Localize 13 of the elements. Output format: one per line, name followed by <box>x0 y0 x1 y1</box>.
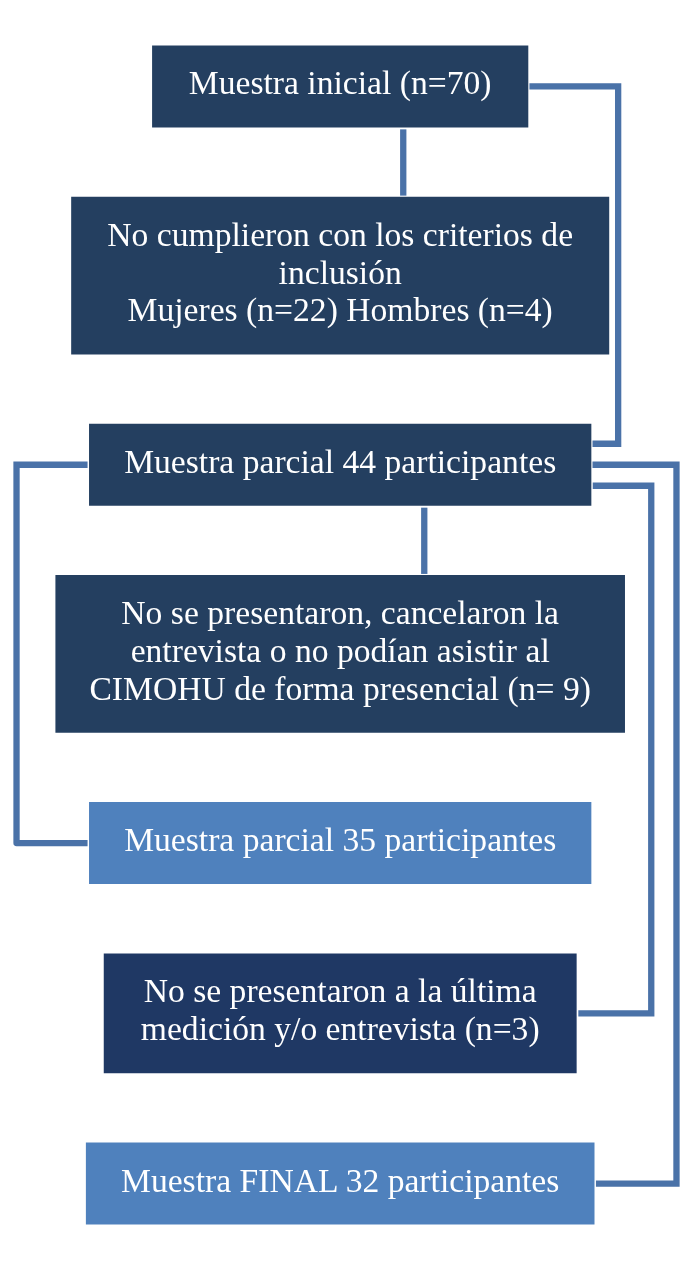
node-box: No se presentaron a la última medición y/o entrevista (n=3) <box>101 950 579 1075</box>
node-box: No se presentaron, cancelaron la entrevista o no podían asistir al CIMOHU de forma presencial (n= 9) <box>53 572 628 735</box>
node-box: Muestra parcial 44 participantes <box>86 421 594 508</box>
node-box: Muestra parcial 35 participantes <box>86 799 594 886</box>
connector <box>578 482 655 1016</box>
connector <box>400 128 407 196</box>
connector <box>13 461 88 846</box>
connector <box>592 461 680 1187</box>
node-box: Muestra FINAL 32 participantes <box>83 1139 597 1227</box>
connector <box>421 507 428 574</box>
node-box: No cumplieron con los criterios de inclusión Mujeres (n=22) Hombres (n=4) <box>69 194 612 357</box>
node-box: Muestra inicial (n=70) <box>150 42 531 130</box>
connector <box>529 82 622 447</box>
